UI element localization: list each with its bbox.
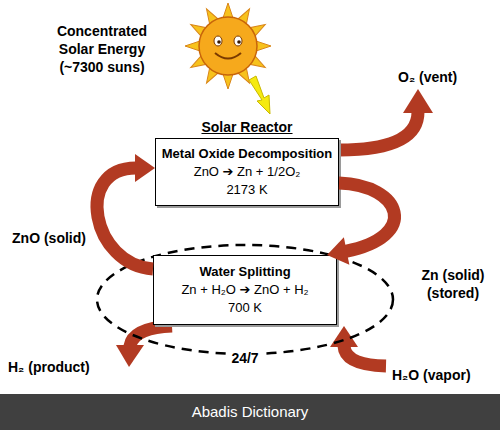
input-label: H₂O (vapor) [392, 366, 496, 384]
box-frame: Water SplittingZn + H₂O ➔ ZnO + H₂700 K [153, 255, 337, 325]
box-text: 700 K [228, 299, 262, 317]
reactor-box: Solar ReactorMetal Oxide DecompositionZn… [155, 118, 339, 206]
box-title: Metal Oxide Decomposition [162, 145, 332, 163]
sun-eye [234, 36, 242, 46]
output-label: O₂ (vent) [398, 68, 488, 86]
cycle-label: 24/7 [226, 349, 263, 367]
sun-smile [215, 53, 241, 59]
vapor-arrow [330, 326, 386, 366]
box-text: ZnO ➔ Zn + 1/2O₂ [194, 163, 301, 181]
output-label: H₂ (product) [8, 358, 113, 376]
arrow-head [135, 154, 155, 182]
vent-arrow [339, 89, 433, 150]
dashed-ellipse [97, 245, 393, 354]
arrow-head [327, 237, 349, 264]
sun-pupil [217, 40, 221, 44]
sun-pupil [237, 40, 241, 44]
watermark: Abadis Dictionary [0, 394, 500, 430]
edge-label: ZnO (solid) [4, 229, 94, 247]
box-text: 2173 K [226, 181, 267, 199]
cycle-arrow [97, 154, 155, 269]
process-box: Water SplittingZn + H₂O ➔ ZnO + H₂700 K [153, 255, 337, 325]
box-text: Zn + H₂O ➔ ZnO + H₂ [181, 281, 308, 299]
box-heading: Solar Reactor [155, 118, 339, 136]
arrow-shaft [97, 168, 153, 269]
box-frame: Metal Oxide DecompositionZnO ➔ Zn + 1/2O… [155, 138, 339, 206]
sun-disc [199, 17, 257, 75]
cycle-ellipse: 24/7Water SplittingZn + H₂O ➔ ZnO + H₂70… [95, 243, 395, 358]
arrow-shaft [339, 183, 394, 251]
cycle-arrow [327, 183, 394, 265]
box-title: Water Splitting [199, 263, 290, 281]
sun-eye [214, 36, 222, 46]
energy-note: Concentrated Solar Energy (~7300 suns) [46, 22, 158, 76]
edge-label: Zn (solid) (stored) [414, 266, 492, 302]
sun-rays [185, 3, 271, 89]
sun-ray-arrow [249, 76, 270, 114]
